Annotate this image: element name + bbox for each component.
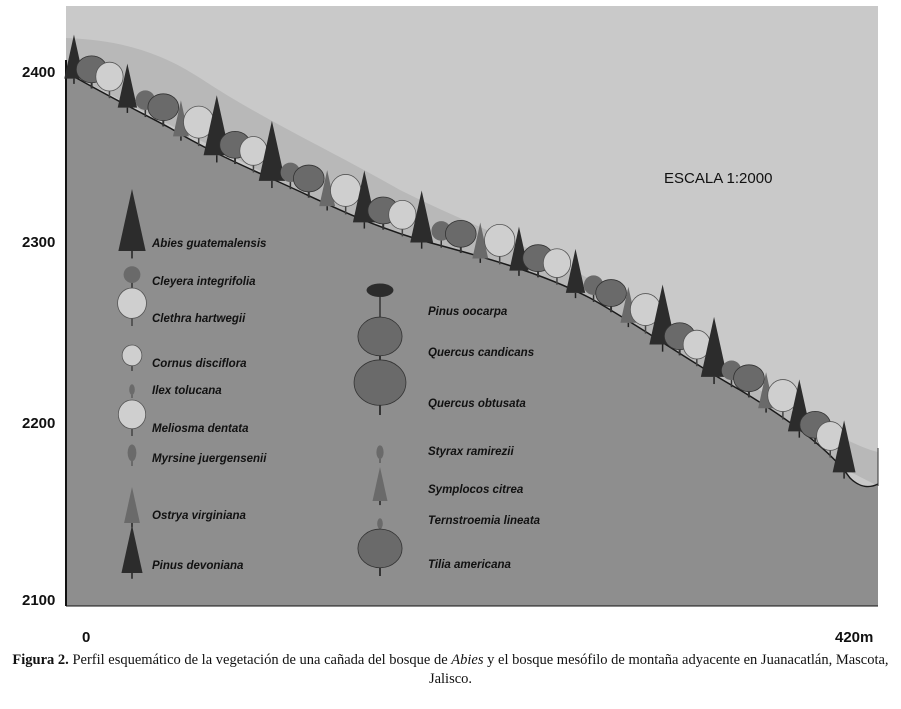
broadleaf-tree-icon	[484, 223, 516, 265]
caption-genus: Abies	[451, 652, 484, 668]
oak-icon	[357, 528, 403, 576]
broadleaf-tree-icon	[117, 287, 147, 326]
legend-species-label: Meliosma dentata	[152, 423, 249, 435]
caption-label: Figura 2.	[12, 652, 69, 668]
caption-text-before: Perfil esquemático de la vegetación de u…	[68, 652, 452, 668]
legend-icons	[117, 189, 407, 579]
legend-species-label: Quercus candicans	[428, 347, 535, 359]
broadleaf-tree-icon	[388, 200, 417, 237]
legend-species-label: Abies guatemalensis	[152, 238, 267, 250]
y-tick-label: 2300	[22, 234, 56, 251]
oak-icon	[357, 316, 403, 364]
fir-icon	[117, 63, 138, 113]
oak-icon	[293, 164, 325, 198]
conical-tree-icon	[472, 222, 489, 263]
legend-species-label: Ternstroemia lineata	[428, 515, 541, 527]
legend-species-label: Styrax ramirezii	[428, 446, 514, 458]
legend-species-label: Clethra hartwegii	[152, 313, 246, 325]
fir-icon	[410, 190, 434, 249]
broadleaf-tree-icon	[95, 61, 124, 99]
small-tree-icon	[129, 384, 135, 398]
broadleaf-tree-icon	[121, 344, 143, 371]
legend-species-label: Tilia americana	[428, 559, 511, 571]
conical-tree-icon	[372, 467, 388, 506]
x-end-label: 420m	[835, 629, 874, 646]
fir-icon	[565, 248, 586, 299]
fir-icon	[258, 120, 286, 189]
fir-icon	[832, 420, 856, 479]
legend-species-label: Cornus disciflora	[152, 358, 247, 370]
legend-species-label: Quercus obtusata	[428, 398, 526, 410]
fir-icon	[118, 189, 146, 259]
caption-text-after: y el bosque mesófilo de montaña adyacent…	[428, 652, 889, 687]
scale-label: ESCALA 1:2000	[664, 170, 773, 187]
legend-species-label: Cleyera integrifolia	[152, 276, 256, 288]
oak-icon	[445, 219, 477, 254]
ground-slope	[66, 72, 878, 606]
figure-caption: Figura 2. Perfil esquemático de la veget…	[0, 651, 901, 689]
y-tick-label: 2400	[22, 64, 56, 81]
oak-icon	[353, 359, 407, 415]
legend-species-label: Pinus devoniana	[152, 560, 244, 572]
slope-trees	[64, 34, 856, 479]
x-start-label: 0	[82, 629, 91, 646]
conical-tree-icon	[319, 170, 336, 211]
oak-icon	[733, 364, 765, 398]
legend-species-label: Symplocos citrea	[428, 484, 524, 496]
broadleaf-tree-icon	[330, 174, 362, 215]
broadleaf-tree-icon	[117, 399, 147, 436]
oak-icon	[595, 279, 627, 313]
oak-icon	[147, 93, 180, 127]
small-tree-icon	[376, 445, 384, 463]
legend-species-label: Ilex tolucana	[152, 385, 222, 397]
y-tick-label: 2100	[22, 592, 56, 609]
legend-species-label: Ostrya virginiana	[152, 510, 246, 522]
small-tree-icon	[127, 444, 137, 466]
y-tick-label: 2200	[22, 415, 56, 432]
legend-species-label: Pinus oocarpa	[428, 306, 508, 318]
fir-icon	[700, 316, 728, 385]
ground-line	[65, 71, 879, 488]
broadleaf-tree-icon	[542, 248, 572, 285]
legend-species-label: Myrsine juergensenii	[152, 453, 267, 465]
pine-icon	[121, 525, 143, 579]
